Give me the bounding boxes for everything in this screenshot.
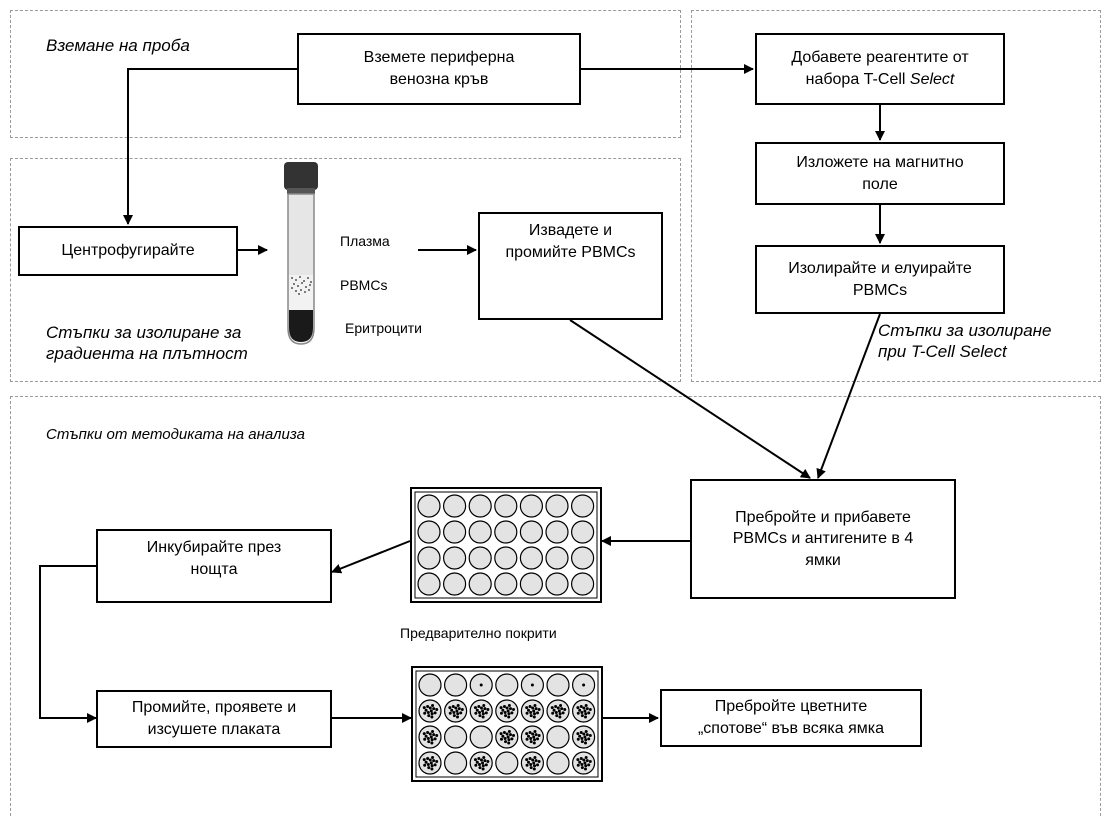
plate-well: [545, 494, 569, 518]
count-spots-box: Пребройте цветните „спотове“ във всяка я…: [660, 689, 922, 747]
magnetic-field-box: Изложете на магнитно поле: [755, 142, 1005, 205]
plate-well: [495, 751, 519, 775]
gradient-region-label: Стъпки за изолиране за градиента на плът…: [46, 322, 248, 365]
plate-well: [571, 572, 595, 596]
gradient-label-line2: градиента на плътност: [46, 344, 248, 364]
add-reagents-line2-italic: Select: [909, 71, 955, 88]
tcell-label-line2: при T-Cell Select: [878, 342, 1007, 362]
plate-well: [417, 572, 441, 596]
add-reagents-line2-text: набора T-Cell: [805, 71, 910, 88]
plate-well: [418, 673, 442, 697]
isolate-elute-box: Изолирайте и елуирайте PBMCs: [755, 245, 1005, 314]
arrow-plate-to-incubate: [331, 540, 411, 574]
tcell-region-label: Стъпки за изолиране при T-Cell Select: [878, 320, 1051, 363]
plate-well: [494, 494, 518, 518]
plate-well: [546, 751, 570, 775]
wash-develop-box: Промийте, проявете и изсушете плаката: [96, 690, 332, 748]
gradient-label-line1: Стъпки за изолиране за: [46, 323, 242, 342]
collect-blood-box: Вземете периферна венозна кръв: [297, 33, 581, 105]
plate-well: [494, 546, 518, 570]
count-add-box: Пребройте и прибавете PBMCs и антигените…: [690, 479, 956, 599]
plate-well: [417, 520, 441, 544]
arrow-remove-to-count: [569, 319, 811, 479]
plate-well: [417, 494, 441, 518]
plate-well: [519, 572, 544, 596]
plate-well: [571, 520, 595, 544]
plate-well: [442, 520, 467, 544]
plate-well: [468, 572, 492, 596]
plate-well: [442, 572, 467, 596]
plate-well: [545, 572, 569, 596]
plate-well: [545, 520, 569, 544]
plate-well: [545, 546, 569, 570]
plate-well: [443, 751, 468, 775]
plate-well: [519, 546, 544, 570]
plate-well: [571, 494, 595, 518]
tcell-label-line1: Стъпки за изолиране: [878, 321, 1052, 340]
pbmcs-label: PBMCs: [340, 277, 388, 293]
arrow-blood-to-centrifuge: [123, 68, 297, 225]
plate-well: [494, 572, 518, 596]
plate-well: [546, 725, 570, 749]
plate-well: [417, 546, 441, 570]
plate-well: [519, 494, 544, 518]
assay-region: [10, 396, 1101, 816]
plate-well: [469, 725, 493, 749]
tcell-region: [691, 10, 1101, 382]
plate-well: [495, 673, 519, 697]
gradient-region: [10, 158, 681, 382]
precoated-plate-image: [410, 487, 602, 603]
plate-well: [442, 494, 467, 518]
plate-well: [494, 520, 518, 544]
remove-wash-box: Извадете и промийте PBMCs: [478, 212, 663, 320]
plate-well: [468, 520, 492, 544]
plate-well: [442, 546, 467, 570]
plate-well: [519, 520, 544, 544]
arrow-isolate-to-count: [816, 313, 881, 479]
plasma-label: Плазма: [340, 233, 390, 249]
plate-caption: Предварително покрити: [400, 625, 557, 641]
sampling-region-label: Вземане на проба: [46, 36, 190, 55]
plate-well: [443, 673, 468, 697]
assay-region-label: Стъпки от методиката на анализа: [46, 426, 305, 443]
plate-well: [468, 546, 492, 570]
blood-tube-image: [284, 162, 318, 345]
plate-well: [571, 546, 595, 570]
centrifuge-box: Центрофугирайте: [18, 226, 238, 276]
sampling-region: [10, 10, 681, 138]
add-reagents-line2: набора T-Cell Select: [806, 69, 955, 91]
add-reagents-box: Добавете реагентите от набора T-Cell Sel…: [755, 33, 1005, 105]
add-reagents-line1: Добавете реагентите от: [791, 49, 969, 67]
developed-plate-image: [411, 666, 603, 782]
plate-well: [468, 494, 492, 518]
arrow-incubate-to-wash: [39, 565, 97, 723]
incubate-box: Инкубирайте през нощта: [96, 529, 332, 603]
erythrocytes-label: Еритроцити: [345, 320, 422, 336]
plate-well: [443, 725, 468, 749]
plate-well: [546, 673, 570, 697]
